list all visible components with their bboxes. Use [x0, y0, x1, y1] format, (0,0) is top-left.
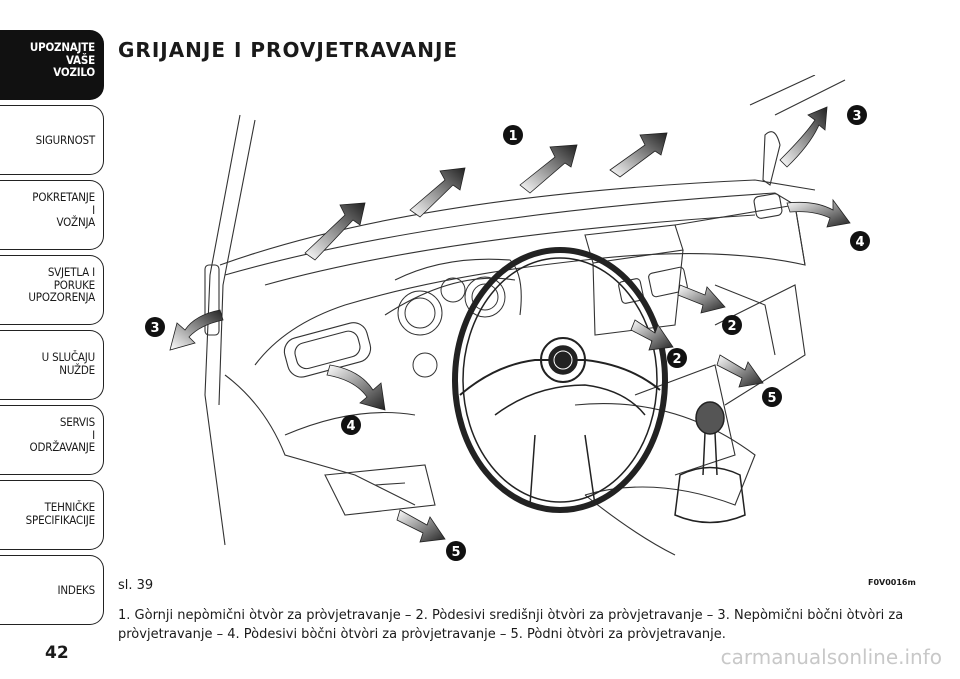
callout-text: 4	[855, 235, 864, 250]
callout-3: 3	[145, 317, 165, 337]
figure-code: F0V0016m	[868, 578, 916, 587]
callout-5: 5	[762, 387, 782, 407]
callout-3: 3	[847, 105, 867, 125]
callout-1: 1	[503, 125, 523, 145]
callout-text: 5	[767, 391, 776, 406]
callout-2: 2	[722, 315, 742, 335]
tab-label: SIGURNOST	[35, 133, 96, 147]
page-title: GRIJANJE I PROVJETRAVANJE	[118, 38, 459, 62]
figure-caption: 1. Gòrnji nepòmični òtvòr za pròvjetrava…	[118, 608, 904, 642]
callout-text: 2	[727, 319, 736, 334]
callout-2: 2	[667, 348, 687, 368]
dashboard-illustration: 1 3 4 3 2 2 5 4 5	[145, 75, 870, 561]
callout-text: 4	[346, 419, 355, 434]
tab-indeks[interactable]: INDEKS	[0, 555, 104, 625]
callout-5: 5	[446, 541, 466, 561]
dashboard-lines	[204, 75, 846, 556]
callout-text: 2	[672, 352, 681, 367]
sidebar-tabs: UPOZNAJTE VAŠE VOZILO SIGURNOST POKRETAN…	[0, 30, 104, 630]
tab-u-slucaju-nuzde[interactable]: U SLUČAJU NUŽDE	[0, 330, 104, 400]
airflow-arrows	[169, 106, 851, 543]
tab-upoznajte-vase-vozilo[interactable]: UPOZNAJTE VAŠE VOZILO	[0, 30, 104, 100]
page-number: 42	[45, 643, 69, 663]
callout-markers: 1 3 4 3 2 2 5 4 5	[145, 105, 870, 561]
tab-label: SVJETLA I PORUKE UPOZORENJA	[28, 265, 95, 304]
callout-text: 3	[150, 321, 159, 336]
callout-text: 3	[852, 109, 861, 124]
callout-4: 4	[341, 415, 361, 435]
instrument-cluster	[397, 276, 506, 378]
tab-label: SERVIS I ODRŽAVANJE	[29, 415, 96, 454]
tab-servis-i-odrzavanje[interactable]: SERVIS I ODRŽAVANJE	[0, 405, 104, 475]
tab-label: INDEKS	[57, 583, 96, 597]
tab-label: POKRETANJE I VOŽNJA	[32, 190, 95, 229]
figure-label: sl. 39	[118, 578, 154, 593]
tab-svjetla-i-poruke[interactable]: SVJETLA I PORUKE UPOZORENJA	[0, 255, 104, 325]
steering-wheel	[452, 247, 668, 513]
tab-label: TEHNIČKE SPECIFIKACIJE	[25, 500, 96, 527]
callout-4: 4	[850, 231, 870, 251]
tab-label: UPOZNAJTE VAŠE VOZILO	[29, 40, 95, 79]
callout-text: 5	[451, 545, 460, 560]
watermark: carmanualsonline.info	[720, 645, 942, 669]
callout-text: 1	[508, 129, 517, 144]
tab-sigurnost[interactable]: SIGURNOST	[0, 105, 104, 175]
tab-tehnicke-specifikacije[interactable]: TEHNIČKE SPECIFIKACIJE	[0, 480, 104, 550]
tab-label: U SLUČAJU NUŽDE	[41, 350, 96, 377]
gear-shifter	[674, 401, 746, 524]
tab-pokretanje-i-voznja[interactable]: POKRETANJE I VOŽNJA	[0, 180, 104, 250]
